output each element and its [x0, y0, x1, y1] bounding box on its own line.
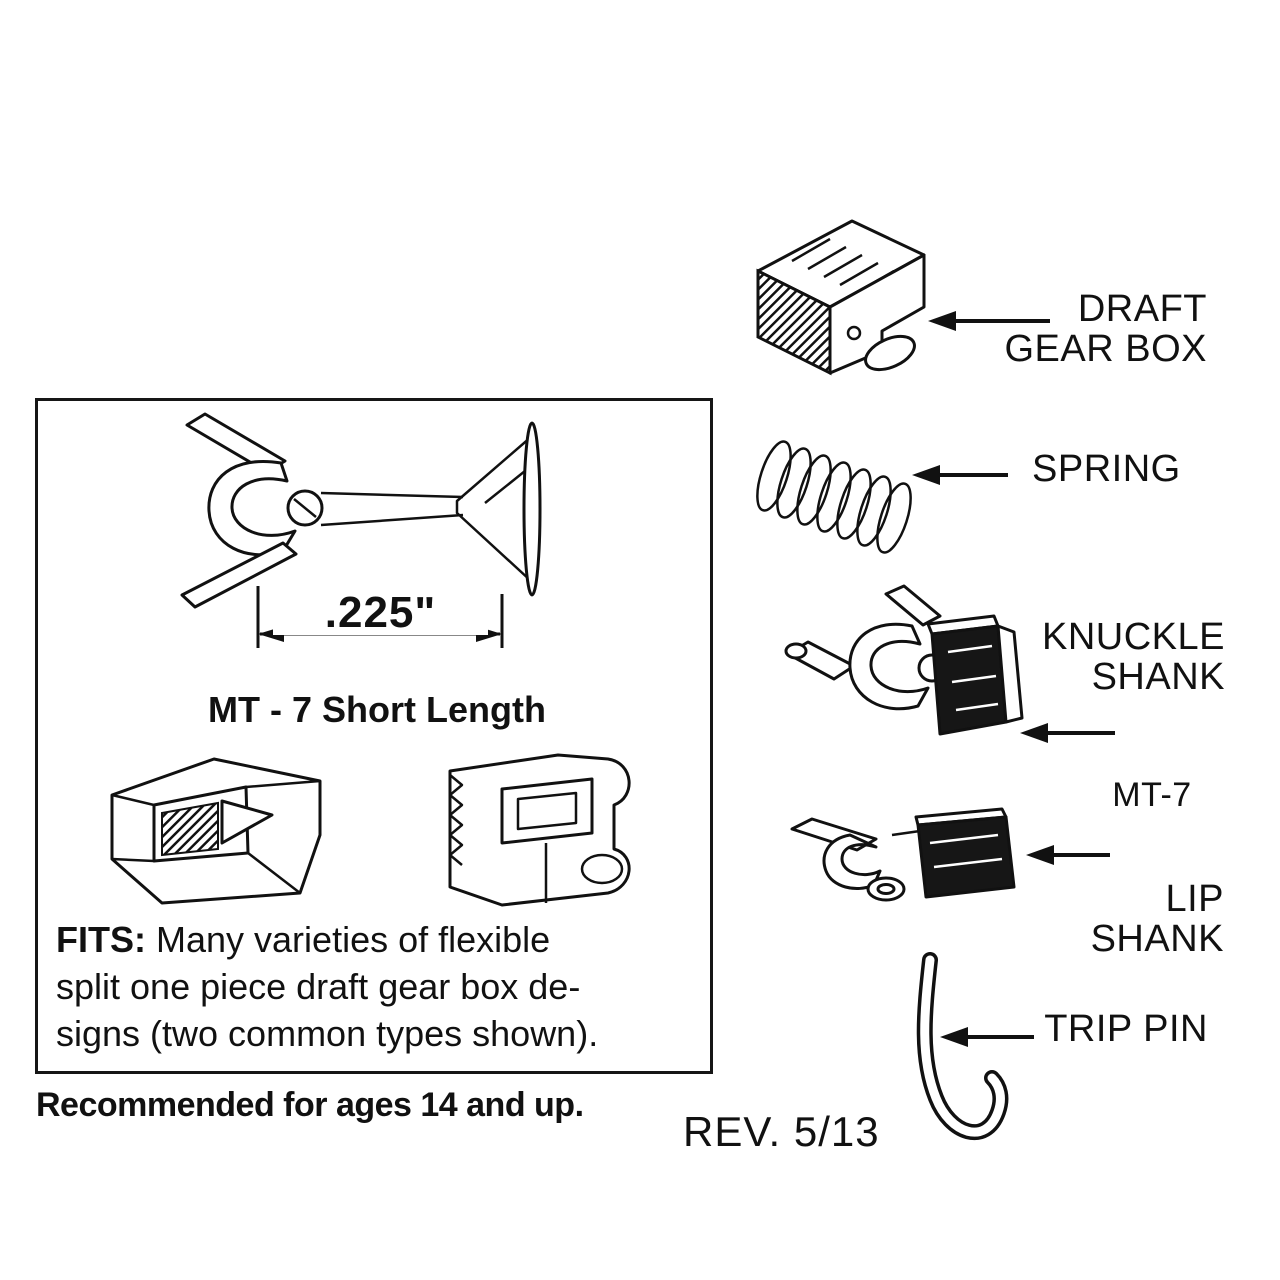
- draft-gear-box-drawing: [756, 219, 926, 376]
- fits-line-1-text: Many varieties of flexible: [156, 919, 551, 960]
- gearbox-type-a-drawing: [110, 757, 322, 905]
- fits-line-2: split one piece draft gear box de-: [56, 966, 581, 1007]
- label-lip-shank: LIP SHANK: [1090, 878, 1224, 960]
- fits-info-box: .225" MT - 7 Short Length FITS: Many var…: [35, 398, 713, 1074]
- fits-line-1: FITS: Many varieties of flexible: [56, 916, 701, 963]
- drawing-caption: MT - 7 Short Length: [208, 689, 546, 730]
- trip-pin-arrow: [940, 1027, 1034, 1047]
- dimension-value: .225": [273, 591, 488, 635]
- label-trip-pin: TRIP PIN: [1044, 1008, 1208, 1050]
- spring-drawing: [756, 440, 912, 554]
- trip-pin-drawing: [916, 952, 1009, 1140]
- label-knuckle-shank: KNUCKLE SHANK: [1042, 616, 1225, 698]
- fits-line-3: signs (two common types shown).: [56, 1013, 599, 1054]
- label-mt7: MT-7: [1112, 776, 1192, 814]
- knuckle-shank-drawing: [784, 584, 1024, 736]
- knuckle-shank-arrow: [1020, 723, 1115, 743]
- age-recommendation: Recommended for ages 14 and up.: [36, 1086, 584, 1124]
- spring-arrow: [912, 465, 1008, 485]
- label-spring: SPRING: [1032, 448, 1181, 490]
- coupler-sideview-drawing: [180, 412, 542, 609]
- draft-gear-box-arrow: [928, 311, 1050, 331]
- gearbox-type-b-drawing: [448, 753, 631, 907]
- lip-shank-drawing: [790, 807, 1016, 902]
- lip-shank-arrow: [1026, 845, 1110, 865]
- fits-description: FITS: Many varieties of flexible split o…: [56, 916, 701, 1057]
- fits-label: FITS:: [56, 919, 146, 960]
- label-draft-gear-box: DRAFT GEAR BOX: [1004, 288, 1207, 370]
- revision-note: REV. 5/13: [683, 1108, 880, 1155]
